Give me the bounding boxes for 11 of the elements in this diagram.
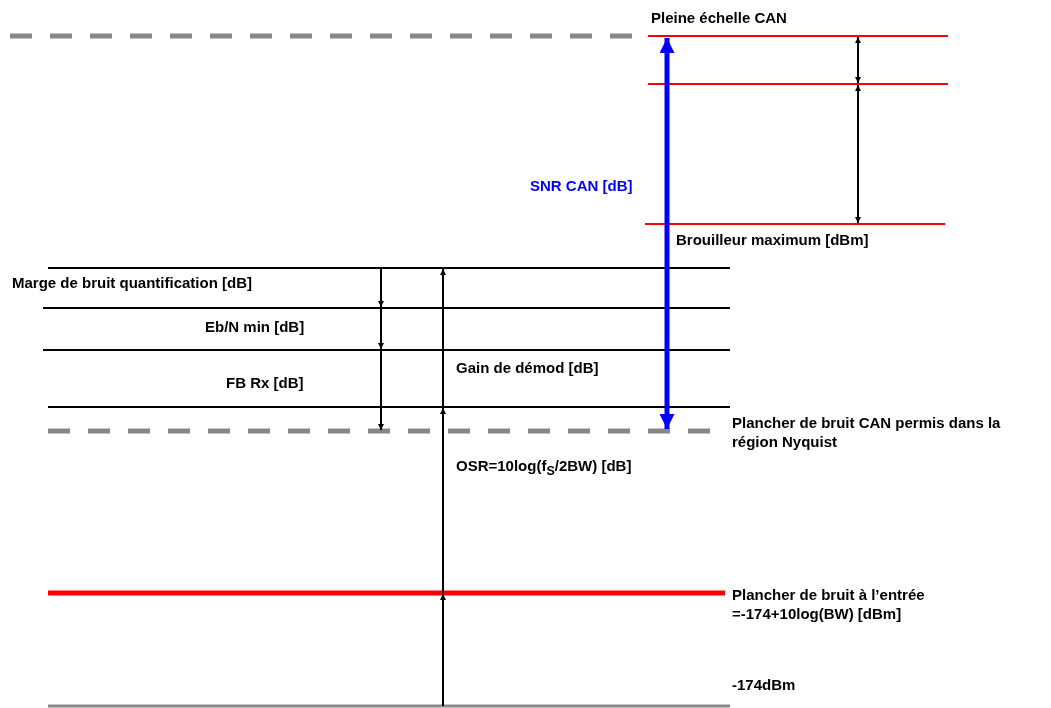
level-label: Pleine échelle CAN <box>651 8 787 27</box>
level-label: Eb/N min [dB] <box>205 317 305 336</box>
level-label: FB Rx [dB] <box>226 373 304 392</box>
level-label: Gain de démod [dB] <box>456 358 599 377</box>
level-label: SNR CAN [dB] <box>530 176 633 195</box>
level-label: Marge de bruit quantification [dB] <box>12 273 252 292</box>
level-label: OSR=10log(f$_{S}$/2BW) [dB] <box>456 456 632 480</box>
level-label: Brouilleur maximum [dBm] <box>676 230 869 249</box>
level-label: -174dBm <box>732 675 796 694</box>
level-label: Plancher de bruit à l’entrée =-174+10log(BW) [dBm] <box>732 585 926 623</box>
level-label: Plancher de bruit CAN permis dans la région Nyquist <box>732 413 1002 451</box>
